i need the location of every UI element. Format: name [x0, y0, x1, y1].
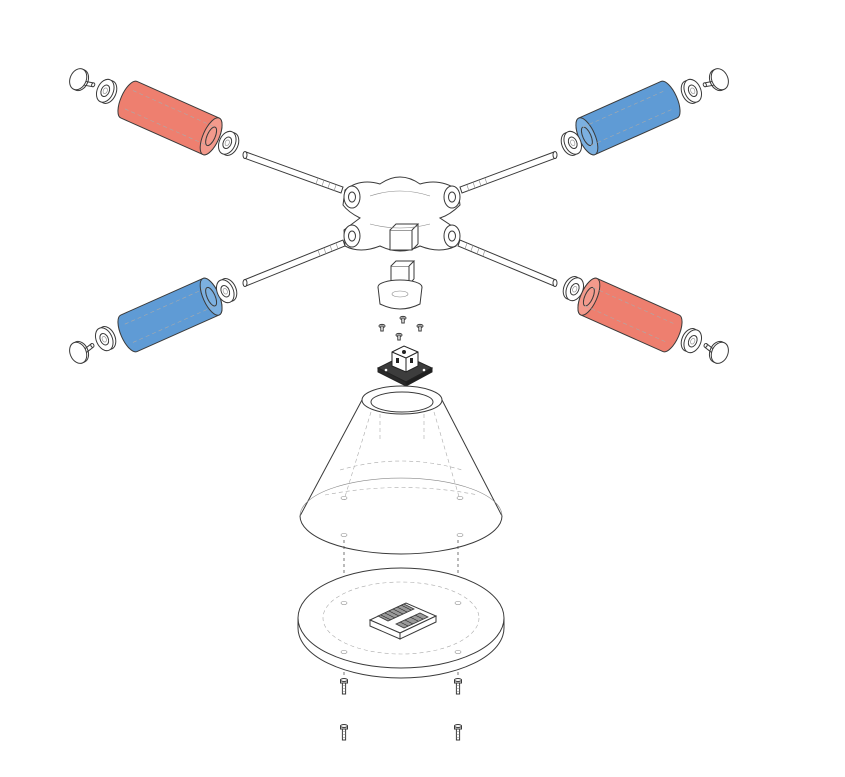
servo-motor-board — [376, 345, 434, 387]
roller-arm-bottom-right — [457, 239, 733, 367]
base-circuit-board — [368, 602, 438, 640]
shaft-bottom-right — [457, 239, 558, 287]
bearing-outer-bottom-left — [91, 323, 120, 354]
shaft-top-left — [242, 151, 344, 194]
shaft-coupler — [377, 260, 423, 310]
roller-arm-top-right — [459, 65, 733, 194]
bearing-outer-bottom-right — [677, 325, 706, 356]
cross-hub — [342, 176, 461, 252]
bearing-outer-top-left — [92, 76, 121, 107]
bearing-outer-top-right — [677, 76, 706, 107]
blue-roller-top-right — [575, 80, 681, 156]
cone-housing — [299, 385, 503, 555]
end-cap-bottom-left — [65, 335, 100, 367]
blue-roller-bottom-left — [117, 277, 223, 353]
shaft-bottom-left — [242, 239, 346, 287]
roller-arm-bottom-left — [65, 239, 346, 367]
mounting-screws — [378, 315, 424, 341]
roller-arm-top-left — [65, 65, 344, 194]
red-roller-top-left — [117, 80, 223, 156]
base-screws — [340, 678, 462, 741]
shaft-top-right — [459, 151, 558, 194]
end-cap-top-right — [698, 65, 733, 97]
end-cap-bottom-right — [698, 335, 733, 367]
red-roller-bottom-right — [577, 277, 683, 353]
end-cap-top-left — [65, 65, 100, 97]
